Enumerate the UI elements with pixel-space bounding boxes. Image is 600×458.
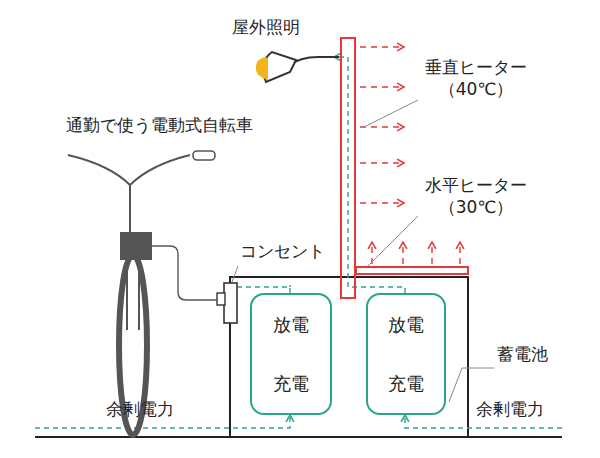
part-label: 通勤で使う電動式自転車 (66, 114, 253, 136)
part-label: 水平ヒーター （30℃） (418, 174, 534, 218)
power-flow (35, 57, 562, 428)
box-text: 充電 (388, 372, 424, 396)
part-label: コンセント (240, 240, 325, 262)
part-label: 蓄電池 (497, 343, 548, 365)
outdoor-lamp (256, 52, 339, 82)
battery-cell-box: 放電充電 (250, 293, 332, 415)
battery-housing (230, 277, 468, 437)
outlet (217, 283, 237, 323)
part-label: 垂直ヒーター （40℃） (418, 56, 534, 100)
battery-cell-box: 放電充電 (366, 293, 446, 415)
part-label: 余剰電力 (476, 398, 544, 420)
box-text: 放電 (388, 313, 424, 337)
horizontal-heater (356, 267, 468, 274)
part-label: 屋外照明 (232, 16, 300, 38)
part-label: 余剰電力 (106, 398, 174, 420)
box-text: 放電 (273, 313, 309, 337)
electric-bicycle (68, 151, 217, 435)
vertical-heater (341, 38, 355, 298)
box-text: 充電 (273, 372, 309, 396)
